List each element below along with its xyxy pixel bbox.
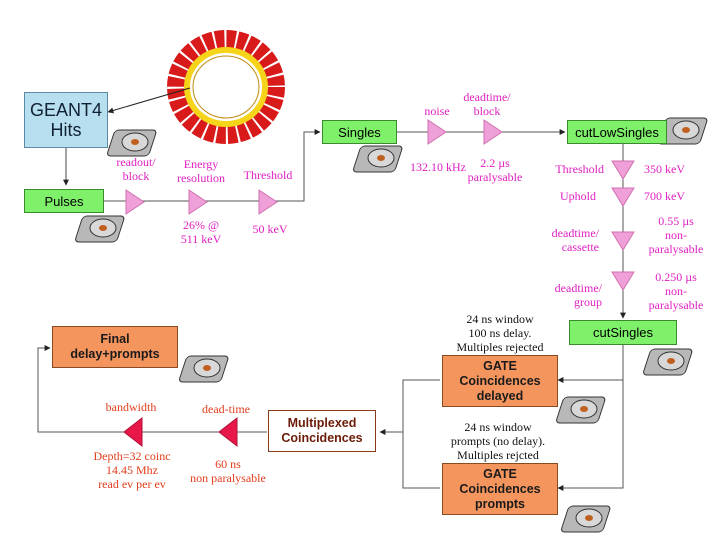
- dead-time-triangle: [218, 416, 238, 448]
- deadtime-cassette-triangle: [611, 231, 635, 251]
- deadtime-group-value: 0.250 µs non- paralysable: [648, 270, 704, 312]
- uphold-triangle: [611, 187, 635, 207]
- hard-disk-icon: [643, 348, 693, 376]
- cutsingles-box: cutSingles: [569, 320, 677, 345]
- threshold-right-label: Threshold: [555, 162, 604, 176]
- readout-triangle: [125, 189, 145, 215]
- cutlowsingles-box: cutLowSingles: [567, 120, 667, 144]
- hard-disk-icon: [561, 505, 611, 533]
- deadtime-cassette-label: deadtime/ cassette: [551, 226, 599, 254]
- deadtime-block-value: 2.2 µs paralysable: [467, 156, 523, 184]
- threshold-label: Threshold: [243, 168, 293, 182]
- noise-triangle: [427, 119, 447, 145]
- hard-disk-icon: [179, 355, 229, 383]
- pulses-to-singles-line: [104, 129, 321, 202]
- deadtime-group-label: deadtime/ group: [554, 281, 602, 309]
- gate-coincidences-delayed-box: GATE Coincidences delayed: [442, 355, 558, 407]
- bandwidth-label: bandwidth: [105, 400, 157, 414]
- final-delay-prompts-box: Final delay+prompts: [52, 326, 178, 368]
- hard-disk-icon: [658, 117, 708, 145]
- bandwidth-triangle: [123, 416, 143, 448]
- hard-disk-icon: [353, 145, 403, 173]
- energy-resolution-label: Energy resolution: [177, 157, 225, 185]
- geant4-hits-box: GEANT4 Hits: [24, 92, 108, 148]
- deadtime-block-triangle: [483, 119, 503, 145]
- deadtime-block-label: deadtime/ block: [463, 90, 511, 118]
- cutsingles-to-delayed-line: [557, 345, 624, 383]
- threshold-right-value: 350 keV: [644, 162, 685, 176]
- multiplexed-coincidences-box: Multiplexed Coincidences: [268, 410, 376, 452]
- singles-box: Singles: [322, 120, 397, 144]
- multiplexed-to-final-line: [37, 345, 267, 433]
- noise-value: 132.10 kHz: [410, 160, 466, 174]
- hard-disk-icon: [107, 129, 157, 157]
- ring-to-geant4-arrow: [107, 87, 191, 114]
- hard-disk-icon: [75, 215, 125, 243]
- hard-disk-icon: [556, 396, 606, 424]
- gate-coincidences-prompts-box: GATE Coincidences prompts: [442, 463, 558, 515]
- uphold-label: Uphold: [560, 189, 596, 203]
- energy-resolution-value: 26% @ 511 keV: [180, 218, 222, 246]
- threshold-value: 50 keV: [252, 222, 288, 236]
- cutsingles-to-prompts-line: [557, 380, 624, 491]
- readout-block-label: readout/ block: [116, 155, 156, 183]
- delayed-window-note: 24 ns window 100 ns delay. Multiples rej…: [456, 312, 544, 354]
- deadtime-group-triangle: [611, 271, 635, 291]
- pulses-box: Pulses: [24, 189, 104, 213]
- uphold-value: 700 keV: [644, 189, 685, 203]
- gate-merge-line: [402, 379, 440, 489]
- dead-time-value: 60 ns non paralysable: [190, 457, 266, 485]
- prompts-window-note: 24 ns window prompts (no delay). Multipl…: [450, 420, 546, 462]
- threshold-triangle: [258, 189, 278, 215]
- threshold-right-triangle: [611, 160, 635, 180]
- detector-ring-icon: [167, 30, 285, 144]
- energy-triangle: [188, 189, 208, 215]
- noise-label: noise: [424, 104, 450, 118]
- deadtime-cassette-value: 0.55 µs non- paralysable: [648, 214, 704, 256]
- dead-time-label: dead-time: [202, 402, 250, 416]
- bandwidth-value: Depth=32 coinc 14.45 Mhz read ev per ev: [93, 449, 171, 491]
